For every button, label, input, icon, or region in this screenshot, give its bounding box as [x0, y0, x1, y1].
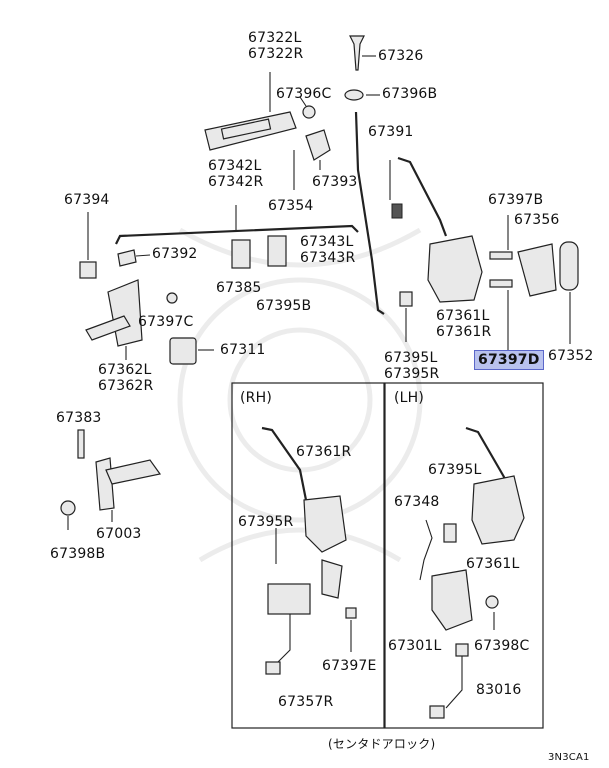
label-67322: 67322L 67322R	[248, 30, 303, 62]
label-67383: 67383	[56, 410, 102, 426]
label-67342-text: 67342L 67342R	[208, 158, 264, 190]
label-67391: 67391	[368, 124, 414, 140]
label-lh-83016: 83016	[476, 682, 522, 698]
label-67394: 67394	[64, 192, 110, 208]
label-67342: 67342L 67342R	[208, 158, 263, 190]
clip-67392	[117, 249, 137, 267]
inside-handle	[85, 279, 143, 360]
label-67362-text: 67362L 67362R	[98, 362, 154, 394]
label-67326: 67326	[378, 48, 424, 64]
outside-handle	[204, 72, 297, 151]
lock-knob	[349, 35, 376, 71]
striker-67356	[517, 243, 557, 297]
label-lh-67361l: 67361L	[466, 556, 520, 572]
pin-67383	[77, 429, 85, 459]
label-rh-67361r: 67361R	[296, 444, 352, 460]
label-67003: 67003	[96, 526, 142, 542]
screws-67397b	[489, 215, 513, 350]
label-67395b: 67395B	[256, 298, 312, 314]
label-67311: 67311	[220, 342, 266, 358]
rh-panel-title: (RH)	[240, 390, 272, 406]
label-rh-67357r: 67357R	[278, 694, 334, 710]
label-67395-lr-text: 67395L 67395R	[384, 350, 440, 382]
label-67362: 67362L 67362R	[98, 362, 153, 394]
shim-67352	[559, 241, 579, 291]
label-lh-67301l: 67301L	[388, 638, 442, 654]
clip-67395	[399, 291, 413, 307]
bushing	[344, 89, 380, 101]
clip-67396c	[302, 105, 316, 119]
label-67385: 67385	[216, 280, 262, 296]
rod-67354	[115, 224, 359, 245]
label-67397d[interactable]: 67397D	[474, 350, 544, 370]
label-67397b: 67397B	[488, 192, 544, 208]
label-lh-67398c: 67398C	[474, 638, 530, 654]
label-67396c: 67396C	[276, 86, 332, 102]
label-67393: 67393	[312, 174, 358, 190]
screw-67397c	[166, 292, 178, 304]
lh-panel-frame	[384, 382, 544, 729]
bezel-67311	[169, 337, 197, 365]
label-67322-text: 67322L 67322R	[248, 30, 304, 62]
label-67354: 67354	[268, 198, 314, 214]
label-lh-67348: 67348	[394, 494, 440, 510]
rod-67391	[354, 111, 385, 315]
label-67396b: 67396B	[382, 86, 438, 102]
label-67361-top: 67361L 67361R	[436, 308, 491, 340]
label-rh-67395r: 67395R	[238, 514, 294, 530]
diagram-caption: (センタドアロック)	[328, 737, 436, 751]
label-67343: 67343L 67343R	[300, 234, 355, 266]
door-lock-assembly	[389, 156, 483, 303]
label-67392: 67392	[152, 246, 198, 262]
clip-67394	[79, 261, 97, 279]
label-67356: 67356	[514, 212, 560, 228]
label-67395-lr: 67395L 67395R	[384, 350, 439, 382]
label-lh-67395l: 67395L	[428, 462, 482, 478]
door-check	[95, 457, 162, 522]
label-rh-67397e: 67397E	[322, 658, 377, 674]
label-67343-text: 67343L 67343R	[300, 234, 356, 266]
label-67397c: 67397C	[138, 314, 194, 330]
lh-panel-title: (LH)	[394, 390, 425, 406]
label-67361-top-text: 67361L 67361R	[436, 308, 492, 340]
rh-panel-frame	[231, 382, 385, 729]
diagram-code: 3N3CA1	[548, 752, 590, 763]
label-67352: 67352	[548, 348, 594, 364]
lh-lock-assembly	[419, 426, 525, 719]
bracket-67393	[305, 129, 331, 161]
label-67398b: 67398B	[50, 546, 106, 562]
clip-67395b	[267, 235, 287, 267]
bolt-67398b	[60, 500, 76, 516]
rh-lock-assembly	[261, 426, 357, 675]
block-67385	[231, 239, 251, 269]
